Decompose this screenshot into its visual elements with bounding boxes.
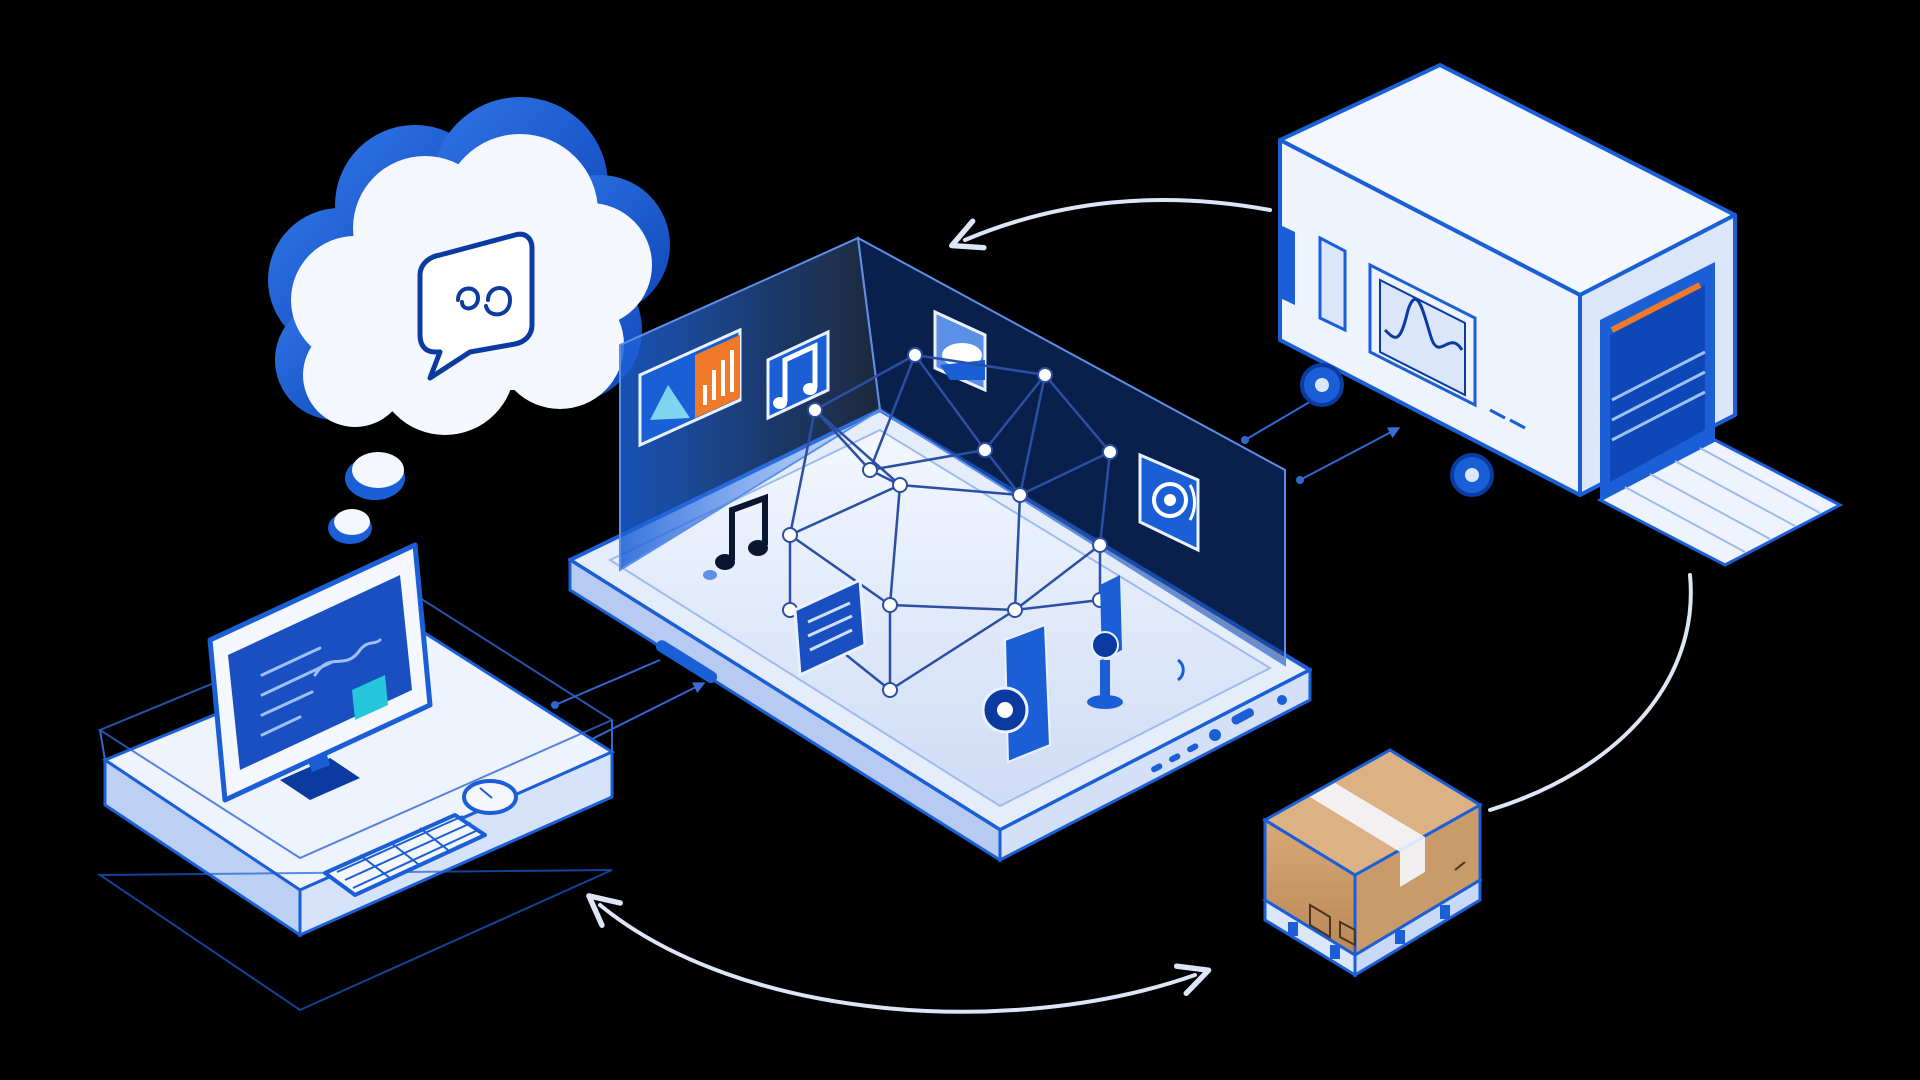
document-icon (793, 577, 867, 678)
truck-shelf-stripes (1610, 282, 1702, 333)
tablet-base (568, 408, 1312, 863)
central-platform (568, 236, 1312, 863)
cloud-tile-icon (933, 309, 987, 393)
speaker-icon (981, 575, 1185, 764)
shipping-box (1262, 748, 1483, 978)
network-mesh-icon (788, 353, 1112, 692)
chat-bubble-icon (417, 231, 535, 381)
flow-arrow-box-workstation (586, 893, 1212, 1014)
monitor-screen-content (260, 638, 382, 737)
truck-wheels (1300, 363, 1494, 497)
keyboard-icon (323, 813, 487, 897)
truck-icon (1278, 63, 1844, 567)
desktop-computer-icon (207, 542, 433, 803)
music-note-icon (766, 329, 830, 421)
thought-dots (328, 452, 405, 544)
speaker-tile-icon (1138, 452, 1200, 553)
flow-arrow-truck-to-platform (949, 198, 1272, 251)
music-note-floor-icon (703, 493, 768, 580)
tablet-ports (655, 640, 1287, 773)
cardboard-box-icon (1262, 748, 1483, 978)
network-mesh-nodes (782, 347, 1118, 698)
waveform-line (1383, 297, 1464, 351)
image-chart-icon (638, 327, 742, 448)
thought-cloud (268, 97, 670, 544)
mouse-icon (462, 779, 518, 815)
workstation (96, 542, 616, 1012)
flow-arrow-truck-to-box (1488, 573, 1693, 812)
delivery-truck (1278, 63, 1844, 567)
flow-arrows (526, 198, 1693, 1014)
